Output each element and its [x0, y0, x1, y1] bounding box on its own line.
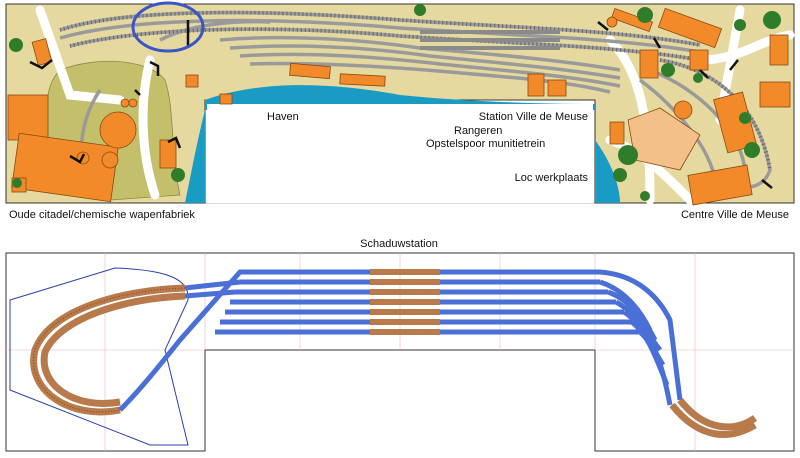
bottom-plan: Schaduwstation	[5, 238, 795, 452]
aisle-top	[207, 104, 593, 203]
citadel-towers	[76, 16, 693, 169]
highlight-circle	[131, 1, 205, 53]
yard-tracks	[420, 30, 560, 50]
label-centre: Centre Ville de Meuse	[681, 209, 789, 221]
water-right	[595, 140, 620, 203]
top-plan: Haven Station Ville de Meuse Rangeren Op…	[5, 1, 795, 221]
label-haven: Haven	[267, 111, 299, 123]
label-citadel: Oude citadel/chemische wapenfabriek	[9, 209, 195, 221]
storage-segments	[370, 269, 440, 335]
label-schaduwstation: Schaduwstation	[360, 238, 438, 250]
water-left	[185, 110, 205, 203]
label-loc-werkplaats: Loc werkplaats	[515, 172, 589, 184]
right-exit-track	[669, 397, 758, 438]
water-area	[205, 85, 595, 110]
trees	[9, 4, 781, 201]
label-station: Station Ville de Meuse	[479, 111, 588, 123]
scenic-track-ties	[59, 10, 772, 171]
label-opstelspoor: Opstelspoor munitietrein	[426, 138, 545, 150]
helix-track	[30, 284, 186, 416]
section-markers	[29, 20, 773, 189]
buildings	[7, 7, 791, 206]
label-rangeren: Rangeren	[454, 125, 502, 137]
